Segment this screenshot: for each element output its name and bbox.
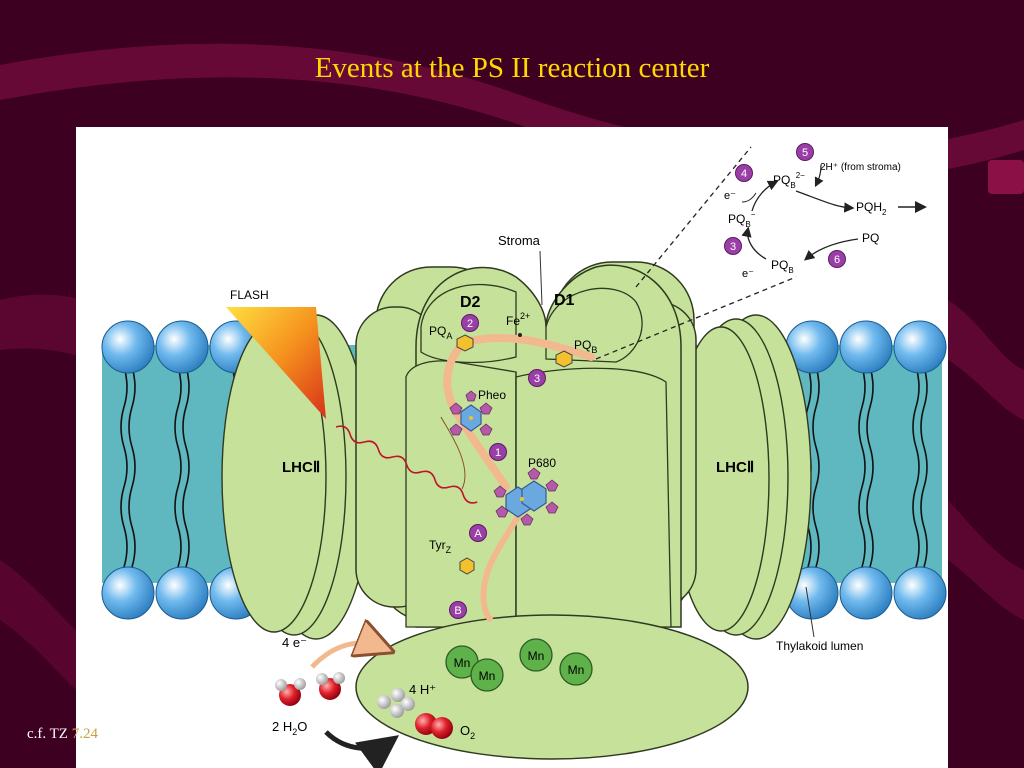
step-badge [828,250,846,268]
d1-label: D1 [554,292,575,309]
step-badge [461,314,479,332]
zoom-line-lower [595,276,797,360]
step-badge [469,524,487,542]
protons-label: 4 H⁺ [409,682,436,697]
mn-label: Mn [479,669,496,683]
step-badge [528,369,546,387]
step-badge [724,237,742,255]
lhc2-right-label: LHCⅡ [716,459,754,476]
zoom-line-upper [635,146,752,288]
mn-label: Mn [528,649,545,663]
step-badge-label: B [454,605,461,617]
pqh2-label: PQH2 [856,200,887,217]
lhc2-left-label: LHCⅡ [282,459,320,476]
excitation-wave [335,425,478,504]
flash-beam [226,307,326,419]
electron-path-to-pqb [462,334,595,361]
pqb-radical-label: PQB− [728,210,756,229]
electron-bottom: e⁻ [742,268,754,280]
step-badge-label: 5 [802,147,808,159]
step-badge-label: A [474,528,482,540]
d2-label: D2 [460,294,481,311]
svg-text:PQA: PQA [429,324,452,341]
water-oxidation-arrow [324,730,400,768]
lhc2-right [672,314,812,640]
step-badge-label: 2 [467,318,473,330]
electrons-label: 4 e⁻ [282,635,307,650]
step-badge-label: 3 [730,241,736,253]
thylakoid-lumen-label: Thylakoid lumen [776,639,863,653]
oxygen-molecule [415,713,453,739]
step-badge-label: 3 [534,373,540,385]
pqb-cofactor: PQB [555,338,597,368]
citation-caption: c.f. TZ 7.24 [27,726,98,743]
svg-text:P680: P680 [528,456,556,470]
electron-transfer-arrow [310,643,381,669]
water-molecules [275,672,345,706]
ps2-diagram: Mn Mn Mn Mn FLASH Stroma D2 D1 PQA Fe2+ … [76,127,948,768]
pheophytin: Pheo [449,388,506,436]
citation-prefix: c.f. TZ [27,726,68,742]
step-badge [449,601,467,619]
pq-reduction-cycle: PQB2− 2H⁺ (from stroma) PQH2 e⁻ PQB− PQB… [724,162,927,280]
step-badge-label: 1 [495,447,501,459]
svg-text:Fe2+: Fe2+ [506,311,530,328]
step-badge-label: 6 [834,254,840,266]
pq-label: PQ [862,231,879,245]
protons-from-stroma: 2H⁺ (from stroma) [820,162,901,173]
stroma-label: Stroma [498,233,541,248]
citation-figure-ref: 7.24 [71,726,98,742]
oxygen-label: O2 [460,723,475,741]
corner-accent [988,160,1024,194]
pqa-cofactor: PQA [429,324,474,352]
lhc2-left [221,314,372,640]
pqb2-label: PQB2− [773,171,805,190]
svg-text:TyrZ: TyrZ [429,538,452,555]
flash-label: FLASH [230,288,269,302]
step-badge [489,443,507,461]
electron-top: e⁻ [724,190,736,202]
step-badge-label: 4 [741,168,747,180]
step-badge [735,164,753,182]
fe-cofactor: Fe2+ [506,311,530,337]
water-label: 2 H2O [272,719,307,737]
svg-text:PQB: PQB [574,338,597,355]
mn-label: Mn [568,663,585,677]
electron-path-tyrz [480,504,527,622]
proton-cluster [377,688,415,718]
step-badge [796,143,814,161]
mn-cluster: Mn Mn Mn Mn [445,638,593,692]
tyrz-residue: TyrZ [429,538,475,575]
svg-text:Pheo: Pheo [478,388,506,402]
p680-special-pair: P680 [493,456,559,526]
slide-title: Events at the PS II reaction center [314,52,710,84]
pqb-label: PQB [771,258,794,275]
mn-label: Mn [454,656,471,670]
